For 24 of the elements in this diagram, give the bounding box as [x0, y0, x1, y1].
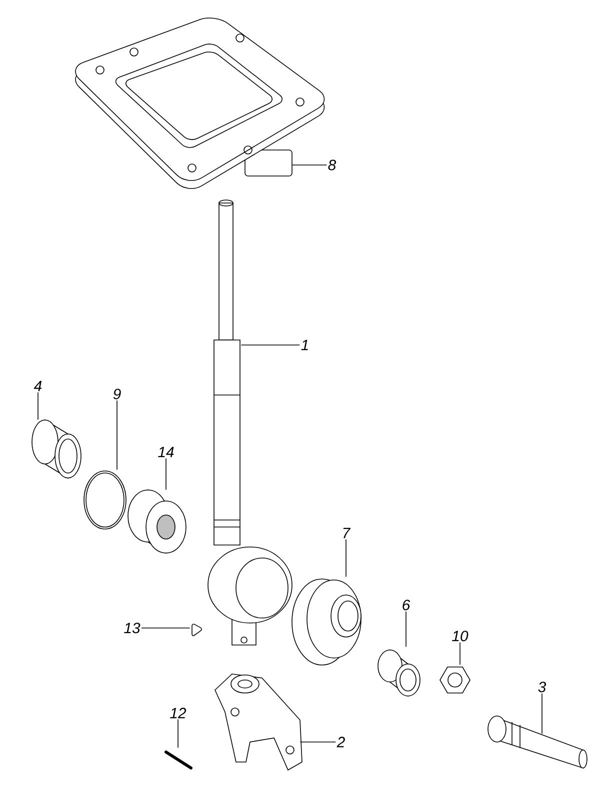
callout-number: 12 — [170, 708, 186, 718]
seal-drawing — [292, 578, 362, 666]
pin-drawing — [488, 716, 588, 769]
callout-number: 4 — [34, 380, 42, 392]
callout-number: 9 — [113, 388, 121, 400]
callout-number: 3 — [538, 682, 546, 692]
callout-number: 13 — [124, 622, 140, 634]
fork-drawing — [214, 674, 302, 771]
callout-number: 10 — [452, 630, 468, 642]
plate-drawing — [75, 18, 325, 189]
key-drawing — [192, 624, 202, 636]
callout-number: 8 — [328, 160, 336, 170]
callout-number: 14 — [158, 446, 174, 458]
leader-line — [292, 164, 328, 166]
leader-line — [116, 400, 118, 470]
callout-number: 6 — [402, 600, 410, 610]
callout-number: 7 — [343, 528, 351, 538]
nut-drawing — [440, 666, 470, 694]
split-pin-drawing — [164, 750, 192, 770]
callout-number: 1 — [301, 340, 308, 350]
ring-drawing — [84, 470, 126, 530]
callout-number: 2 — [336, 736, 345, 748]
shaft-drawing — [208, 200, 292, 646]
leader-line — [240, 344, 300, 346]
